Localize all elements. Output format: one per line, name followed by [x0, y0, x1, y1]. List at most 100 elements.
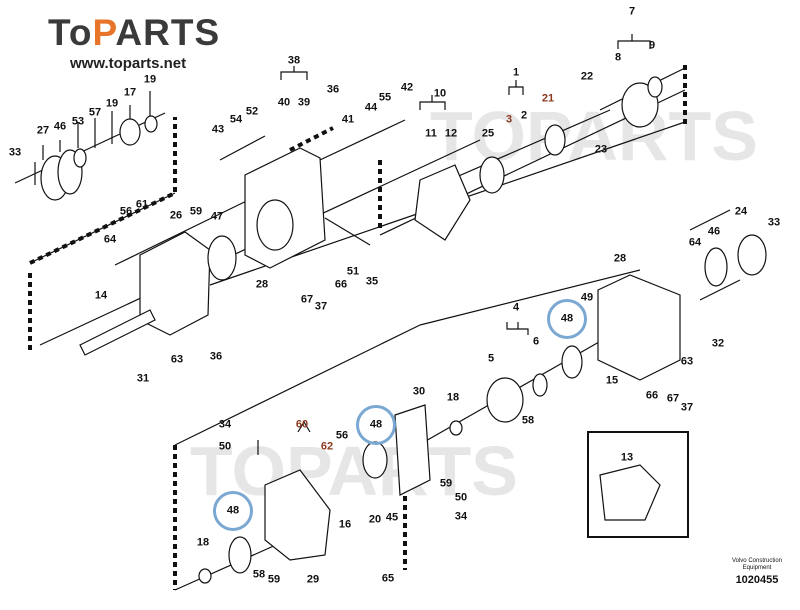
part-label-28: 28 [255, 278, 269, 291]
highlight-circle [547, 299, 587, 339]
part-label-67: 67 [666, 392, 680, 405]
parts [40, 76, 767, 584]
part-label-63: 63 [170, 353, 184, 366]
part-label-49: 49 [580, 291, 594, 304]
part-label-37: 37 [314, 300, 328, 313]
part-label-57: 57 [88, 106, 102, 119]
part-label-29: 29 [306, 573, 320, 586]
part-label-64: 64 [688, 236, 702, 249]
part-label-15: 15 [605, 374, 619, 387]
watermark-top: TOPARTS [430, 97, 758, 175]
part-label-58: 58 [521, 414, 535, 427]
inset-detail-box [587, 431, 689, 538]
part-label-58: 58 [252, 568, 266, 581]
part-label-32: 32 [711, 337, 725, 350]
part-label-59: 59 [189, 205, 203, 218]
housing-bore [256, 199, 294, 251]
part-label-40: 40 [277, 96, 291, 109]
part-label-51: 51 [346, 265, 360, 278]
cover-24 [737, 234, 767, 276]
part-label-8: 8 [614, 51, 622, 64]
bushing-18b [449, 420, 463, 436]
credit-block: Volvo Construction Equipment 1020455 [732, 558, 782, 588]
cylinder-8 [621, 82, 659, 128]
part-label-1: 1 [512, 66, 520, 79]
part-label-67: 67 [300, 293, 314, 306]
part-label-56: 56 [335, 429, 349, 442]
part-label-66: 66 [334, 278, 348, 291]
part-label-25: 25 [481, 127, 495, 140]
part-label-11: 11 [425, 127, 437, 140]
plate-6 [532, 373, 548, 397]
part-label-65: 65 [381, 572, 395, 585]
part-label-18: 18 [446, 391, 460, 404]
highlight-circle [356, 405, 396, 445]
credit-line-1: Volvo Construction [731, 558, 782, 564]
part-label-7: 7 [628, 5, 636, 18]
part-label-9: 9 [648, 39, 656, 52]
brand-text-right: ARTS [115, 12, 221, 53]
swashplate-11 [414, 164, 471, 241]
housing-28b [597, 274, 681, 381]
part-label-19: 19 [105, 97, 119, 110]
part-label-50: 50 [454, 491, 468, 504]
part-label-39: 39 [297, 96, 311, 109]
part-label-27: 27 [36, 124, 50, 137]
part-label-47: 47 [210, 210, 224, 223]
brand-text-accent: P [92, 12, 116, 53]
part-label-20: 20 [368, 513, 382, 526]
block-30 [394, 404, 431, 496]
bearing-17 [119, 118, 141, 146]
part-label-4: 4 [512, 301, 520, 314]
part-label-13: 13 [620, 451, 634, 464]
part-label-66: 66 [645, 389, 659, 402]
part-label-33: 33 [8, 146, 22, 159]
oring-48b [362, 441, 388, 479]
part-label-31: 31 [136, 372, 150, 385]
part-label-18: 18 [196, 536, 210, 549]
part-label-30: 30 [412, 385, 426, 398]
cylinder-5 [486, 377, 524, 423]
oring-48c [228, 536, 252, 574]
part-label-17: 17 [123, 86, 137, 99]
part-label-12: 12 [444, 127, 458, 140]
part-label-56: 56 [119, 205, 133, 218]
part-label-6: 6 [532, 335, 540, 348]
shaft-14 [79, 309, 156, 356]
part-label-34: 34 [454, 510, 468, 523]
brand-text-left: To [48, 12, 93, 53]
part-label-36: 36 [326, 83, 340, 96]
part-label-19: 19 [143, 73, 157, 86]
part-label-5: 5 [487, 352, 495, 365]
part-label-10: 10 [433, 87, 447, 100]
oring-48a [561, 345, 583, 379]
part-label-42: 42 [400, 81, 414, 94]
part-label-54: 54 [229, 113, 243, 126]
part-label-34: 34 [218, 418, 232, 431]
brand-logo: ToPARTS [48, 14, 220, 51]
part-label-16: 16 [338, 518, 352, 531]
seal-19 [144, 115, 158, 133]
washer-25 [479, 156, 505, 194]
part-label-22: 22 [580, 70, 594, 83]
credit-line-2: Equipment [742, 565, 772, 572]
part-label-50: 50 [218, 440, 232, 453]
highlight-circle [213, 491, 253, 531]
part-label-61: 61 [135, 198, 149, 211]
part-label-55: 55 [378, 91, 392, 104]
plate-21 [544, 124, 566, 156]
part-label-33: 33 [767, 216, 781, 229]
plate-9 [647, 76, 663, 98]
part-label-64: 64 [103, 233, 117, 246]
part-label-37: 37 [680, 401, 694, 414]
oring-47 [207, 235, 237, 281]
brand-url[interactable]: www.toparts.net [70, 55, 187, 72]
part-label-24: 24 [734, 205, 748, 218]
part-label-59: 59 [267, 573, 281, 586]
part-label-53: 53 [71, 115, 85, 128]
part-label-36: 36 [209, 350, 223, 363]
part-label-23: 23 [594, 143, 608, 156]
part-label-46: 46 [707, 225, 721, 238]
